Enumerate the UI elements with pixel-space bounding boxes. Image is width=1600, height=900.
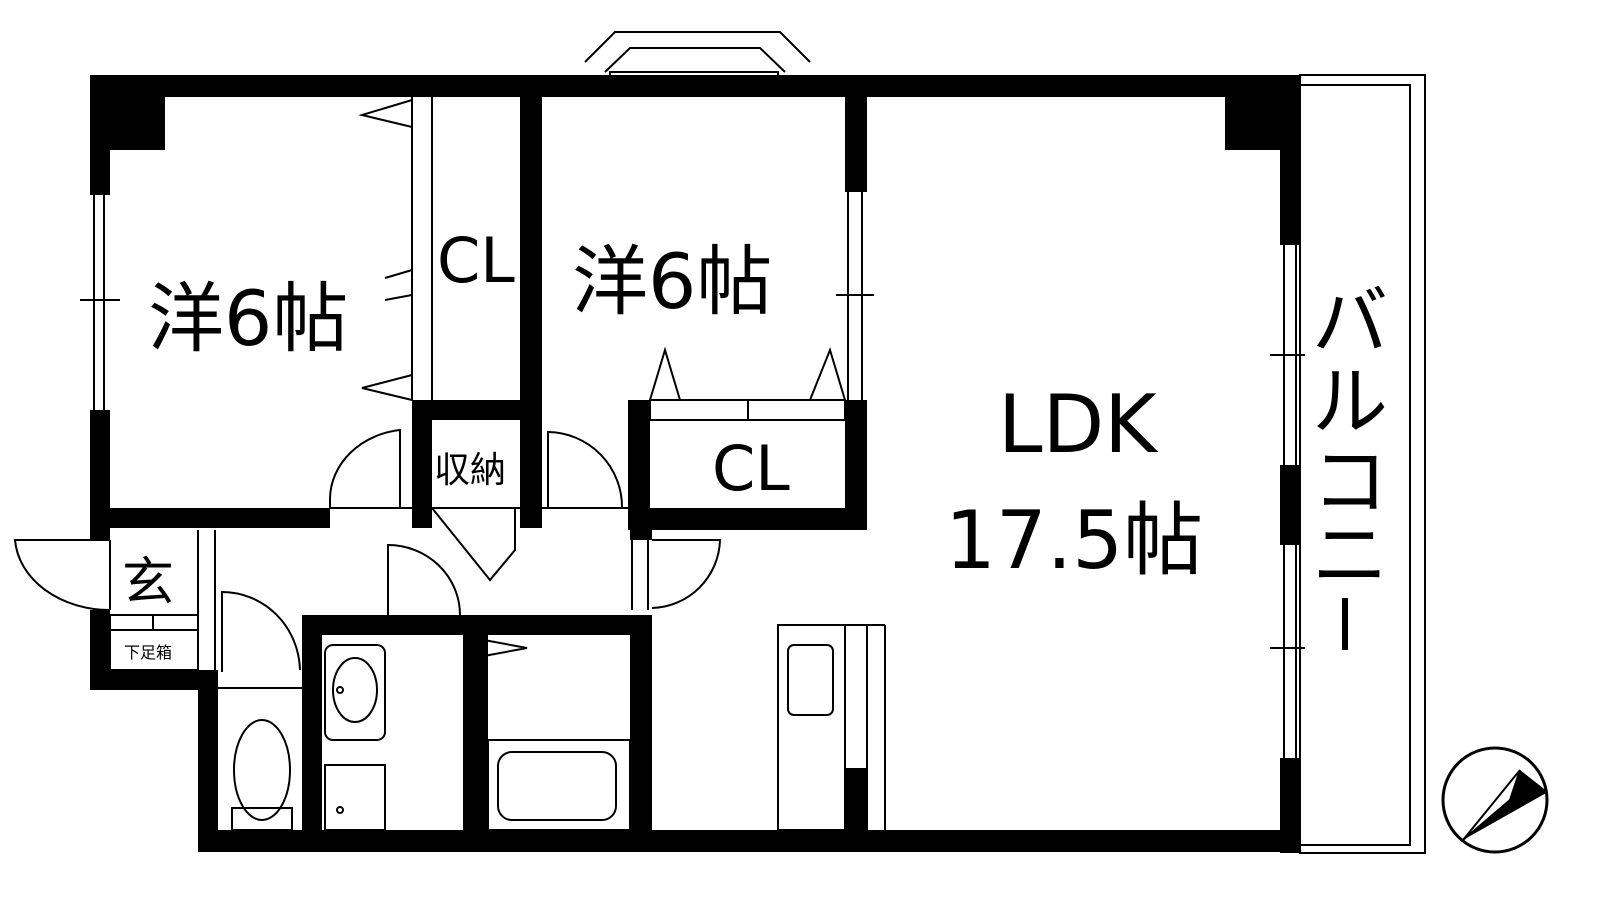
thin-lines xyxy=(13,31,1426,854)
room-label-balcony: バ ル コ ニ xyxy=(1312,277,1388,650)
room-label-closet-left: CL xyxy=(437,224,515,297)
walls xyxy=(90,75,1300,853)
balcony-char: ル xyxy=(1312,357,1388,446)
balcony-char: コ xyxy=(1312,437,1388,526)
balcony-char: ニ xyxy=(1312,511,1388,600)
room-label-ldk-size: 17.5帖 xyxy=(945,494,1203,587)
room-label-western-mid: 洋6帖 xyxy=(572,237,772,326)
room-label-shoe-box: 下足箱 xyxy=(124,643,172,662)
room-label-closet-mid: CL xyxy=(712,432,790,505)
north-arrow-icon xyxy=(1441,746,1549,854)
room-label-western-left: 洋6帖 xyxy=(148,274,348,363)
room-label-entrance: 玄 xyxy=(122,553,174,613)
balcony-char: バ xyxy=(1312,277,1388,366)
room-label-storage: 収納 xyxy=(434,450,506,491)
balcony-char-dash xyxy=(1342,598,1348,650)
room-label-ldk-name: LDK xyxy=(998,378,1159,471)
